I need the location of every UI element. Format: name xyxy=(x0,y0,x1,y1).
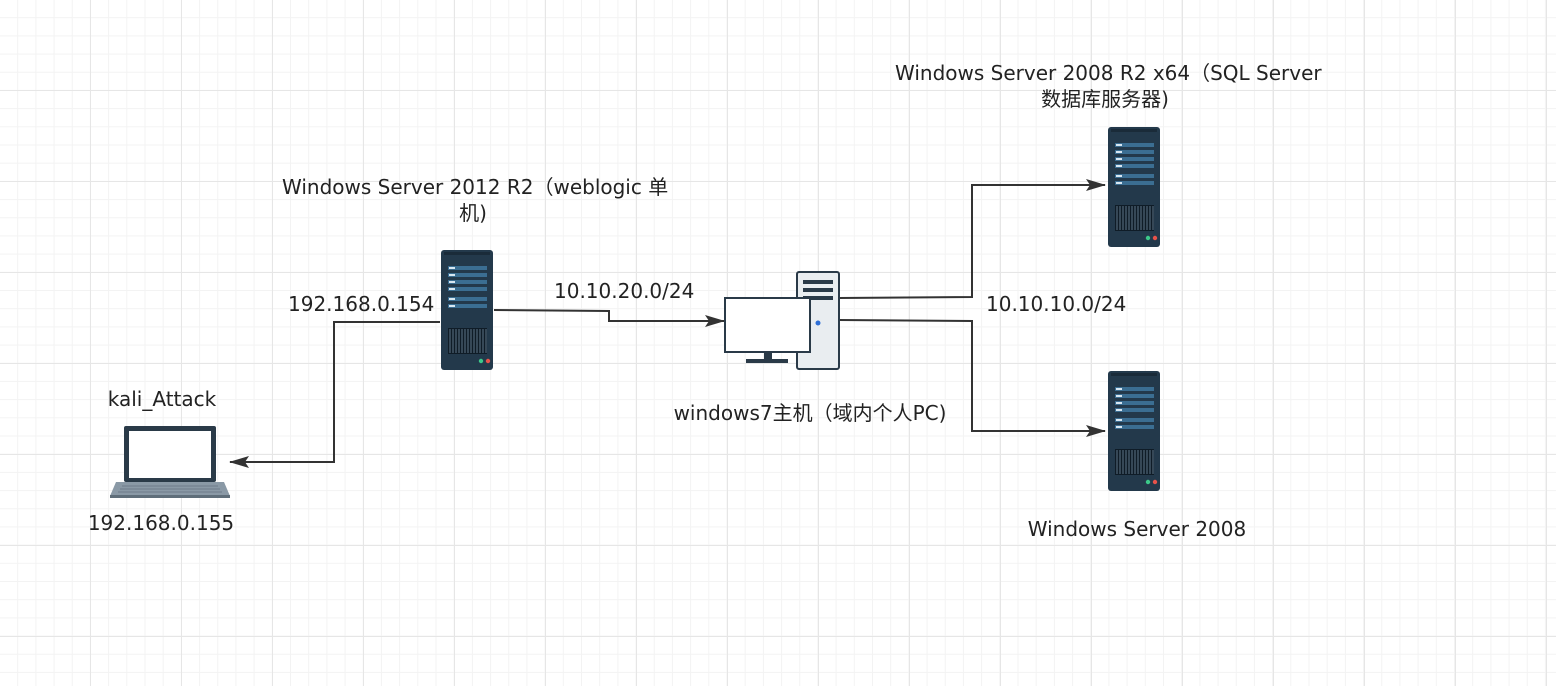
edge-win7-to-sqlserver xyxy=(838,179,1106,299)
subnet-label-left: 10.10.20.0/24 xyxy=(554,279,695,303)
desktop-pc-icon xyxy=(724,271,840,370)
weblogic-title: Windows Server 2012 R2（weblogic 单 机) xyxy=(282,175,669,225)
edge-weblogic-to-win7 xyxy=(493,309,725,327)
ws2008-title: Windows Server 2008 xyxy=(1027,517,1247,541)
server-icon xyxy=(440,249,494,371)
server-icon xyxy=(1107,126,1161,248)
server-icon xyxy=(1107,370,1161,492)
edges xyxy=(229,179,1106,468)
kali-ip-label: 192.168.0.155 xyxy=(87,511,235,535)
subnet-label-right: 10.10.10.0/24 xyxy=(986,292,1127,316)
edge-win7-to-ws2008 xyxy=(838,319,1106,437)
sqlserver-title: Windows Server 2008 R2 x64（SQL Server 数据… xyxy=(895,61,1322,111)
weblogic-ip-label: 192.168.0.154 xyxy=(288,292,435,316)
kali-name-label: kali_Attack xyxy=(107,387,217,411)
win7-title: windows7主机（域内个人PC) xyxy=(673,401,947,425)
edge-weblogic-to-kali xyxy=(229,321,440,468)
laptop-icon xyxy=(110,426,230,498)
